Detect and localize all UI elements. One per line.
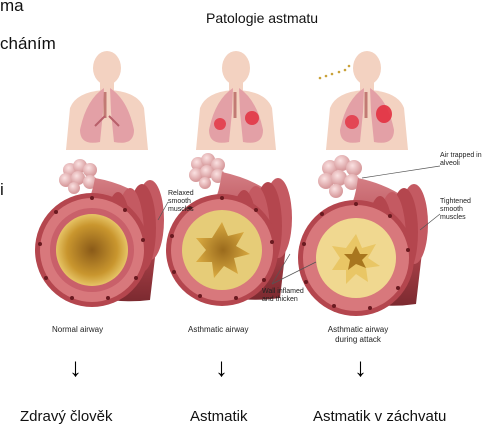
label-asthmatic-attack: Astmatik v záchvatu	[313, 408, 446, 425]
down-arrow-icon: ↓	[354, 354, 367, 380]
torso-asthmatic	[196, 51, 276, 150]
label-healthy-person: Zdravý člověk	[20, 408, 113, 425]
caption-asthmatic-airway: Asthmatic airway	[188, 325, 248, 334]
label-air-trapped: Air trapped in alveoli	[440, 152, 486, 168]
caption-normal-airway: Normal airway	[52, 325, 103, 334]
label-tightened-muscles: Tightened smooth muscles	[440, 198, 486, 222]
down-arrow-icon: ↓	[215, 354, 228, 380]
down-arrow-icon: ↓	[69, 354, 82, 380]
torso-attack	[319, 51, 408, 150]
torso-normal	[66, 51, 148, 150]
airway-asthmatic	[166, 153, 292, 306]
label-relaxed-muscles: Relaxed smooth muscles	[168, 190, 208, 214]
airway-normal	[35, 159, 164, 307]
label-asthmatic: Astmatik	[190, 408, 248, 425]
airway-attack	[298, 155, 428, 316]
label-wall-inflamed: Wall inflamed and thicken	[262, 288, 316, 304]
caption-asthmatic-airway-attack: Asthmatic airway during attack	[320, 325, 396, 345]
